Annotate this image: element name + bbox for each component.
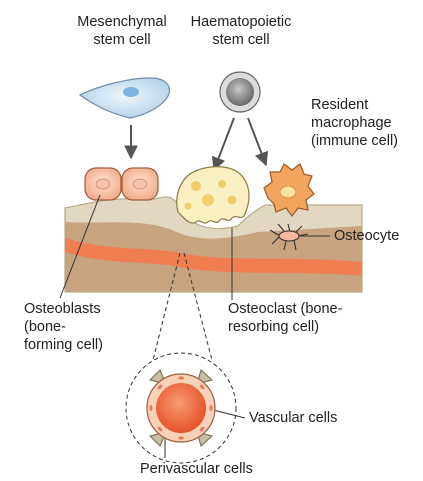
label-line: macrophage <box>311 114 398 132</box>
label-line: Osteocyte <box>334 227 399 245</box>
label-line: Haematopoietic <box>176 13 306 31</box>
osteoclast-nucleus <box>191 181 201 191</box>
osteoblast-nucleus <box>96 179 110 189</box>
label-osteoblasts: Osteoblasts (bone- forming cell) <box>24 300 103 354</box>
label-line: forming cell) <box>24 336 103 354</box>
arrow-hsc-to-macrophage <box>248 118 266 165</box>
osteoclast-nucleus <box>218 180 226 188</box>
osteoclast-nucleus <box>228 196 237 205</box>
label-line: Osteoclast (bone- <box>228 300 342 318</box>
label-line: resorbing cell) <box>228 318 342 336</box>
label-perivascular-cells: Perivascular cells <box>140 460 253 478</box>
vessel-lumen <box>156 383 206 433</box>
label-haematopoietic-stem-cell: Haematopoietic stem cell <box>176 13 306 49</box>
label-line: stem cell <box>52 31 192 49</box>
label-line: Perivascular cells <box>140 460 253 478</box>
label-mesenchymal-stem-cell: Mesenchymal stem cell <box>52 13 192 49</box>
label-resident-macrophage: Resident macrophage (immune cell) <box>311 96 398 150</box>
label-line: Resident <box>311 96 398 114</box>
arrow-hsc-to-osteoclast <box>214 118 234 170</box>
osteoclast-nucleus <box>202 194 214 206</box>
osteoclast-cell <box>177 167 249 224</box>
mesenchymal-nucleus <box>123 87 139 97</box>
label-line: Vascular cells <box>249 409 337 427</box>
label-line: Mesenchymal <box>52 13 192 31</box>
label-line: (immune cell) <box>311 132 398 150</box>
label-line: stem cell <box>176 31 306 49</box>
mesenchymal-stem-cell <box>80 78 169 118</box>
label-line: Osteoblasts <box>24 300 103 318</box>
label-vascular-cells: Vascular cells <box>249 409 337 427</box>
label-osteocyte: Osteocyte <box>334 227 399 245</box>
label-line: (bone- <box>24 318 103 336</box>
macrophage-nucleus <box>280 186 296 198</box>
osteoclast-nucleus <box>185 203 192 210</box>
osteoblast-nucleus <box>133 179 147 189</box>
label-osteoclast: Osteoclast (bone- resorbing cell) <box>228 300 342 336</box>
haematopoietic-nucleus <box>226 78 254 106</box>
